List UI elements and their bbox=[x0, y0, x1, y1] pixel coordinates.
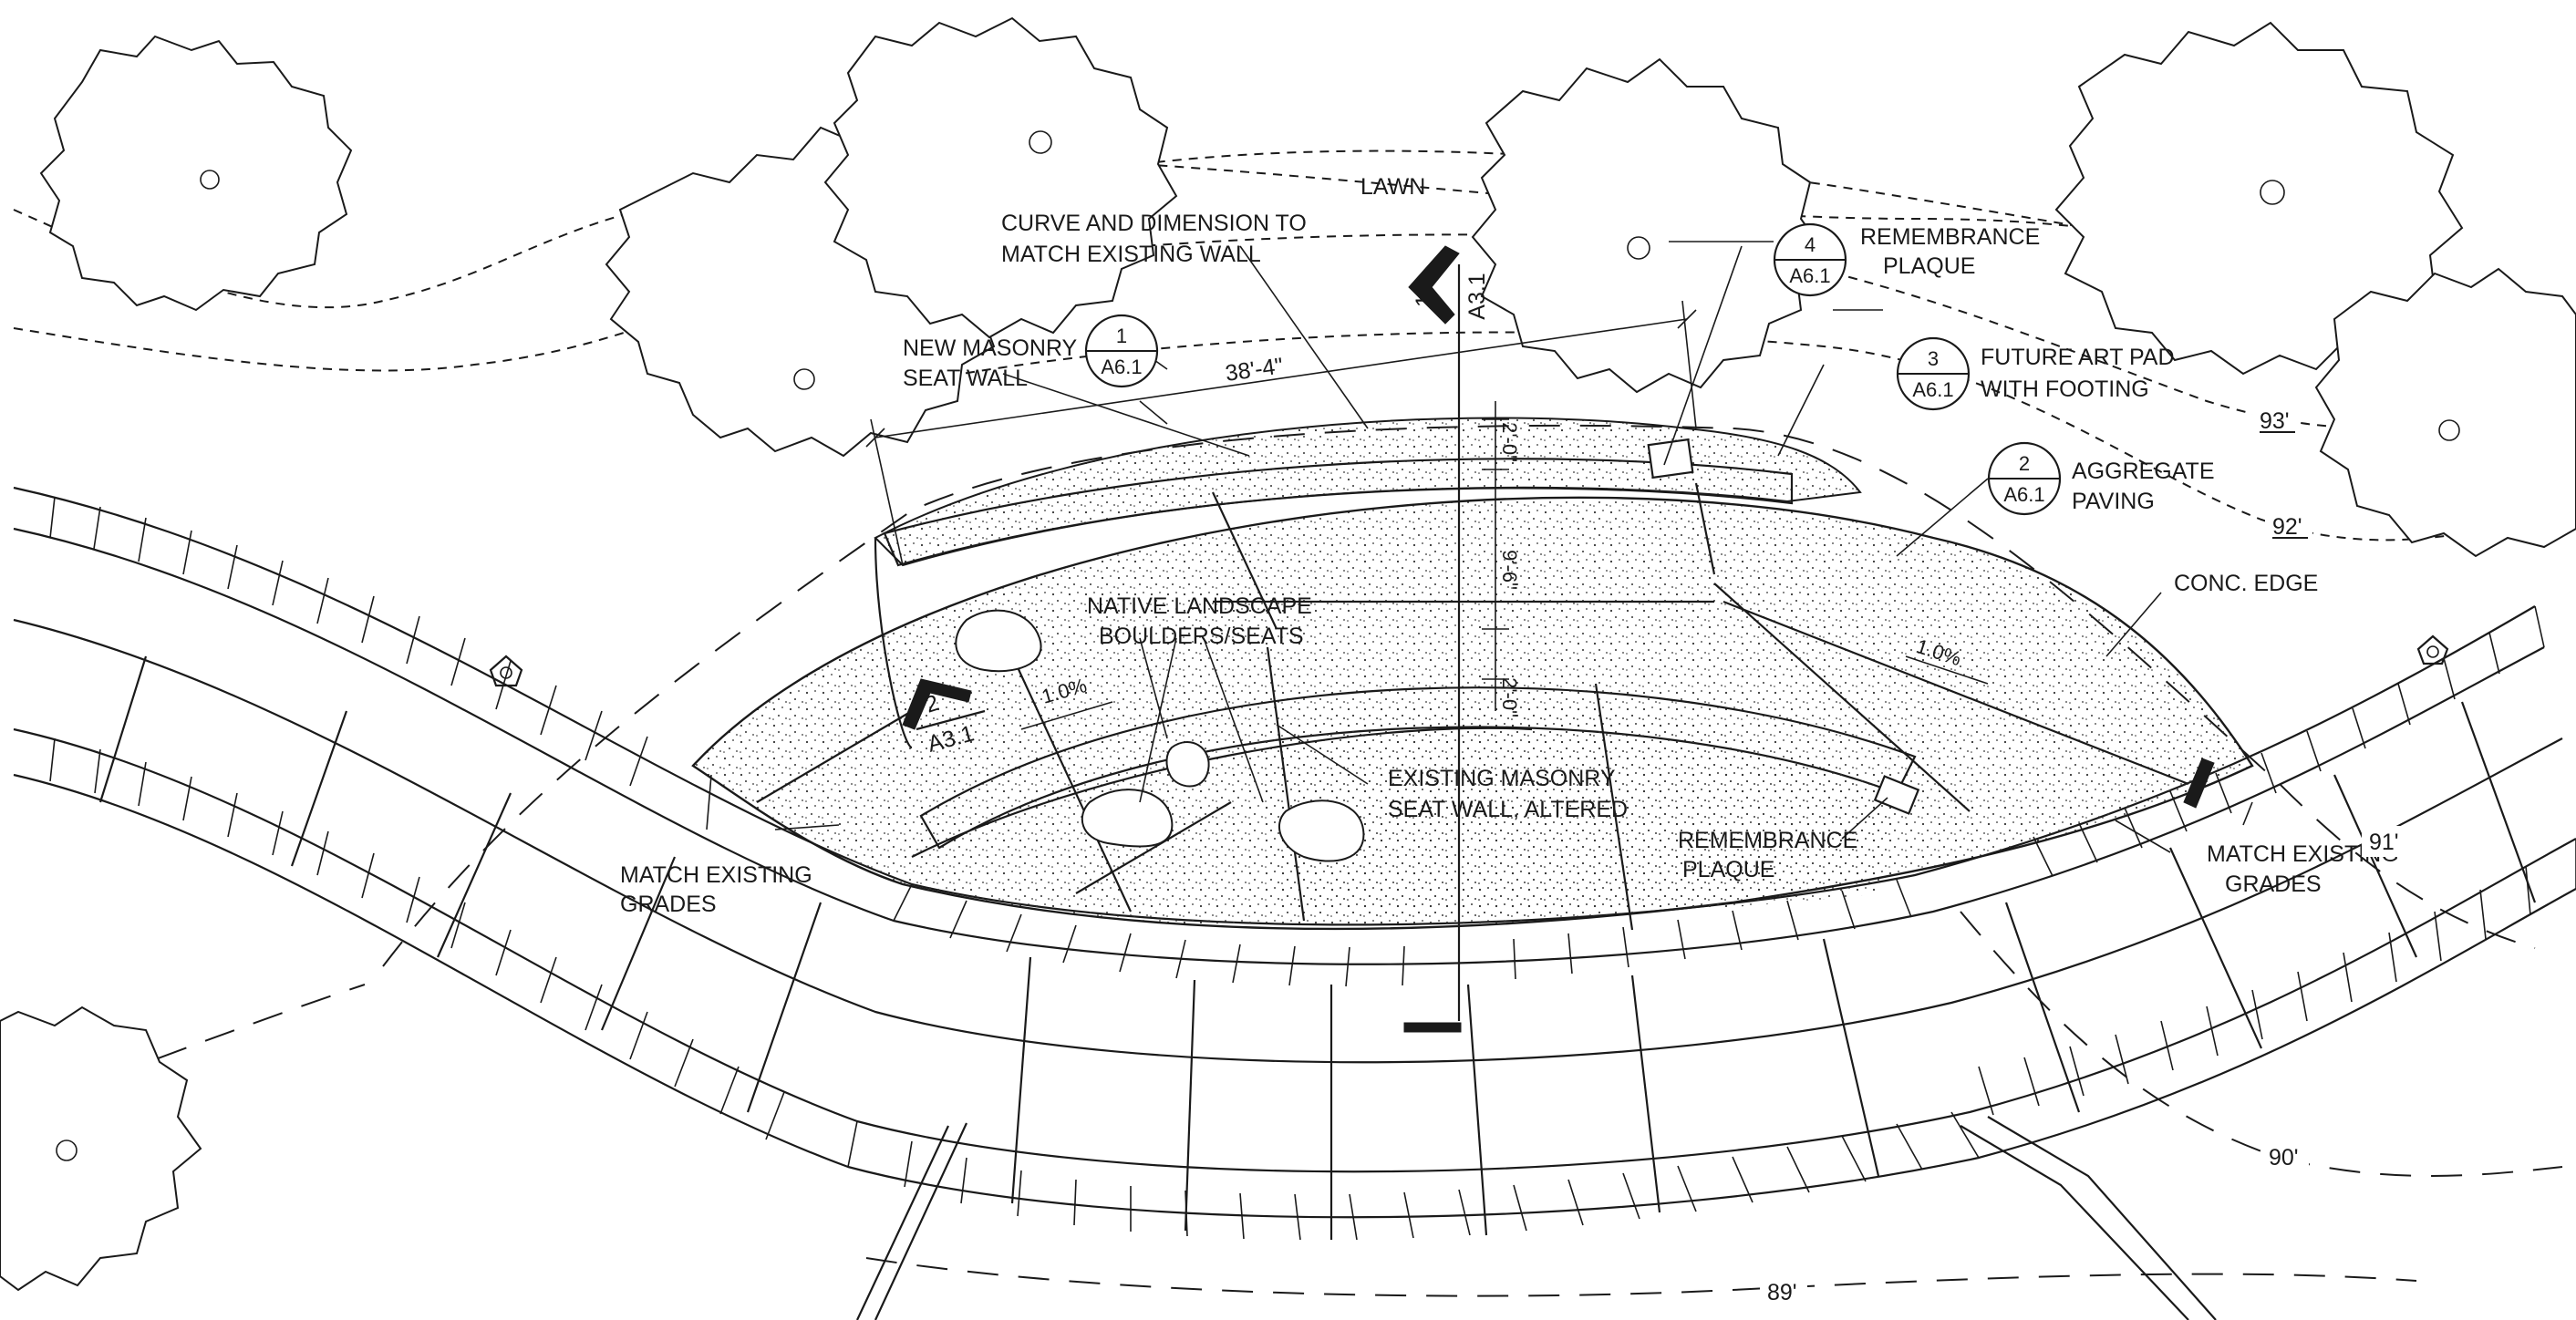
detail-callout-1: 1 A6.1 bbox=[1084, 314, 1159, 388]
label-existing-wall-line2: SEAT WALL, ALTERED bbox=[1388, 797, 1628, 822]
boulder-1 bbox=[955, 609, 1042, 673]
label-remembrance-top-line1: REMEMBRANCE bbox=[1860, 224, 2040, 250]
boulder-2 bbox=[1165, 741, 1210, 788]
dimension-lines bbox=[865, 300, 1989, 730]
detail-callout-3: 3 A6.1 bbox=[1896, 336, 1971, 411]
dim-38-4-line bbox=[874, 318, 1688, 438]
existing-masonry-seat-wall bbox=[919, 686, 1917, 850]
dimension-2-0-top: 2'-0" bbox=[1498, 422, 1521, 462]
walkway-edge-3 bbox=[13, 618, 2563, 1064]
label-match-left-line1: MATCH EXISTING bbox=[620, 862, 812, 888]
leader-lines bbox=[706, 241, 2253, 853]
contour-labels: 93' 92' 91' 90' 89' bbox=[1760, 403, 2409, 1307]
contour-label-90: 90' bbox=[2269, 1145, 2299, 1170]
callout-1-number: 1 bbox=[1116, 325, 1127, 347]
curved-walkway bbox=[13, 486, 2576, 1320]
label-new-wall-line2: SEAT WALL bbox=[903, 366, 1028, 391]
tree-canopy-center-right bbox=[1471, 57, 1826, 394]
remembrance-plaque-bottom bbox=[1873, 775, 1920, 815]
label-remembrance-bottom-line2: PLAQUE bbox=[1682, 857, 1774, 882]
contour-line-93 bbox=[13, 233, 2518, 428]
callout-2-sheet: A6.1 bbox=[2003, 483, 2044, 506]
right-section-bar bbox=[2183, 758, 2215, 809]
boulder-3 bbox=[1081, 789, 1174, 848]
label-new-wall-line1: NEW MASONRY bbox=[903, 335, 1078, 361]
section-marker-1-bar bbox=[1403, 1022, 1462, 1033]
label-curve-line1: CURVE AND DIMENSION TO bbox=[1001, 211, 1307, 236]
label-remembrance-top-line2: PLAQUE bbox=[1883, 253, 1975, 279]
label-curve-line2: MATCH EXISTING WALL bbox=[1001, 242, 1261, 267]
existing-wall-inner-area bbox=[1258, 703, 1897, 917]
callout-1-sheet: A6.1 bbox=[1101, 356, 1142, 378]
annotations: LAWN CURVE AND DIMENSION TO MATCH EXISTI… bbox=[620, 174, 2399, 917]
walkway-edge-2 bbox=[13, 527, 2545, 965]
label-boulders-line2: BOULDERS/SEATS bbox=[1099, 624, 1304, 649]
callout-3-number: 3 bbox=[1928, 347, 1939, 370]
walkway-edge-5 bbox=[13, 773, 2576, 1219]
dimension-9-6: 9'-6" bbox=[1498, 550, 1521, 590]
callout-2-number: 2 bbox=[2019, 452, 2030, 475]
section-1-number: 1 bbox=[1412, 294, 1437, 307]
label-match-right-line2: GRADES bbox=[2225, 871, 2322, 897]
dimension-38-4: 38'-4" bbox=[1224, 353, 1285, 387]
label-lawn: LAWN bbox=[1360, 174, 1425, 200]
paving-joints bbox=[756, 482, 2189, 931]
walkway-cross-joints bbox=[98, 655, 2537, 1240]
concrete-edge bbox=[874, 537, 913, 749]
walkway-band-ticks bbox=[49, 496, 2576, 1241]
detail-callout-4: 4 A6.1 bbox=[1773, 222, 1847, 297]
label-art-pad-line2: WITH FOOTING bbox=[1981, 376, 2149, 402]
callout-3-sheet: A6.1 bbox=[1912, 378, 1953, 401]
label-aggregate-line2: PAVING bbox=[2072, 489, 2155, 514]
detail-callout-2: 2 A6.1 bbox=[1987, 441, 2062, 516]
tree-canopy-top-center bbox=[823, 16, 1178, 339]
branch-path-right bbox=[1960, 1116, 2217, 1320]
label-aggregate-line1: AGGREGATE bbox=[2072, 459, 2215, 484]
label-existing-wall-line1: EXISTING MASONRY bbox=[1388, 766, 1616, 791]
callout-4-number: 4 bbox=[1805, 233, 1816, 256]
callout-4-sheet: A6.1 bbox=[1789, 264, 1830, 287]
contour-label-93: 93' bbox=[2260, 408, 2290, 434]
label-conc-edge: CONC. EDGE bbox=[2174, 571, 2318, 596]
branch-path-left bbox=[856, 1122, 967, 1320]
section-1-sheet: A3.1 bbox=[1464, 273, 1490, 319]
slope-arrow-left bbox=[1020, 701, 1113, 730]
trees bbox=[0, 16, 2576, 1292]
boulders bbox=[955, 609, 1365, 862]
tree-canopy-far-left bbox=[39, 35, 353, 312]
label-match-left-line2: GRADES bbox=[620, 892, 717, 917]
label-art-pad-line1: FUTURE ART PAD bbox=[1981, 345, 2175, 370]
remembrance-plaque-top bbox=[1647, 438, 1694, 480]
section-marker-1-arrow bbox=[1408, 245, 1460, 325]
tree-canopy-right-edge bbox=[2314, 267, 2576, 558]
contour-label-91: 91' bbox=[2369, 830, 2399, 855]
contour-line-89 bbox=[865, 1257, 2417, 1297]
dimension-2-0-bottom: 2'-0" bbox=[1498, 677, 1521, 717]
contour-label-89: 89' bbox=[1767, 1280, 1797, 1305]
new-masonry-seat-wall bbox=[883, 458, 1794, 567]
section-line-1 bbox=[1403, 245, 1462, 1033]
light-fixtures bbox=[489, 634, 2449, 687]
tree-canopy-bottom-left bbox=[0, 1005, 202, 1292]
boulder-4 bbox=[1278, 799, 1365, 862]
contour-label-92: 92' bbox=[2272, 514, 2302, 540]
section-marker-2 bbox=[902, 678, 986, 731]
walkway-edge-4 bbox=[13, 727, 2576, 1173]
label-boulders-line1: NATIVE LANDSCAPE bbox=[1087, 593, 1312, 619]
label-remembrance-bottom-line1: REMEMBRANCE bbox=[1678, 828, 1857, 853]
slope-arrow-right bbox=[1905, 655, 1989, 685]
